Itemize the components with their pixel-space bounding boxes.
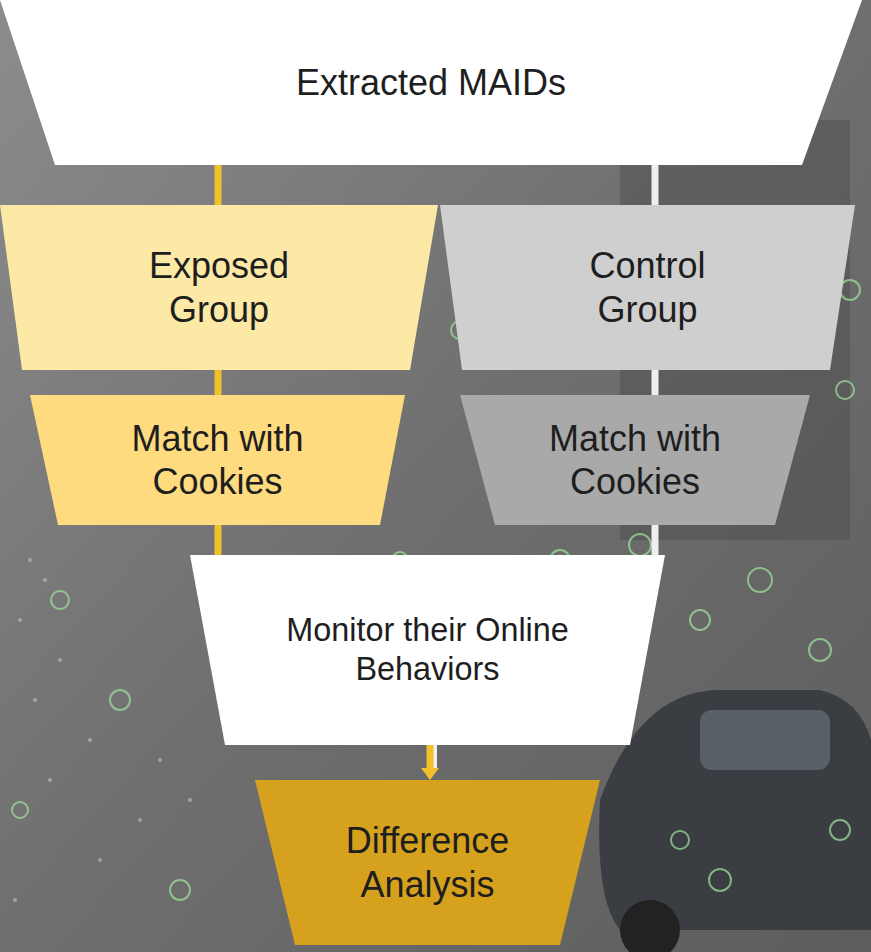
node-label: Control Group [558, 244, 738, 330]
connector-line [427, 745, 434, 768]
node-label: Monitor their Online Behaviors [233, 611, 623, 689]
trapezoid-outline [30, 395, 405, 525]
trapezoid-fill [0, 205, 438, 370]
connector-strip [431, 745, 437, 768]
flow-connector [655, 165, 656, 205]
group-box: Exposed Group [0, 205, 438, 370]
car-silhouette [599, 690, 871, 952]
flow-connector [655, 370, 656, 395]
node-label: Match with Cookies [88, 417, 348, 503]
connector-line [652, 165, 659, 205]
node-label: Exposed Group [129, 244, 309, 330]
flow-connector [218, 370, 219, 395]
match-box: Match with Cookies [460, 395, 810, 525]
node-label: Extracted MAIDs [296, 61, 566, 104]
flow-connector [218, 525, 219, 555]
trapezoid-fill [255, 780, 600, 945]
connector-line [215, 525, 222, 555]
trapezoid-outline [0, 205, 438, 370]
trapezoid-outline [255, 780, 600, 945]
trapezoid-outline [440, 205, 855, 370]
trapezoid-fill [30, 395, 405, 525]
trapezoid-fill [190, 555, 665, 745]
arrow-head [421, 768, 439, 780]
flow-connector [421, 745, 439, 780]
connector-line [652, 370, 659, 395]
connector-line [215, 370, 222, 395]
trapezoid-outline [190, 555, 665, 745]
result-box: Difference Analysis [255, 780, 600, 945]
trapezoid-outline [460, 395, 810, 525]
connector-line [215, 165, 222, 205]
flow-connector [218, 165, 219, 205]
trapezoid-fill [0, 0, 862, 165]
funnel-stage: Extracted MAIDs [0, 0, 862, 165]
group-box: Control Group [440, 205, 855, 370]
trapezoid-fill [440, 205, 855, 370]
node-label: Match with Cookies [505, 417, 765, 503]
connector-line [652, 525, 659, 555]
node-label: Difference Analysis [308, 819, 548, 905]
match-box: Match with Cookies [30, 395, 405, 525]
flow-connector [655, 525, 656, 555]
trapezoid-fill [460, 395, 810, 525]
funnel-stage: Monitor their Online Behaviors [190, 555, 665, 745]
